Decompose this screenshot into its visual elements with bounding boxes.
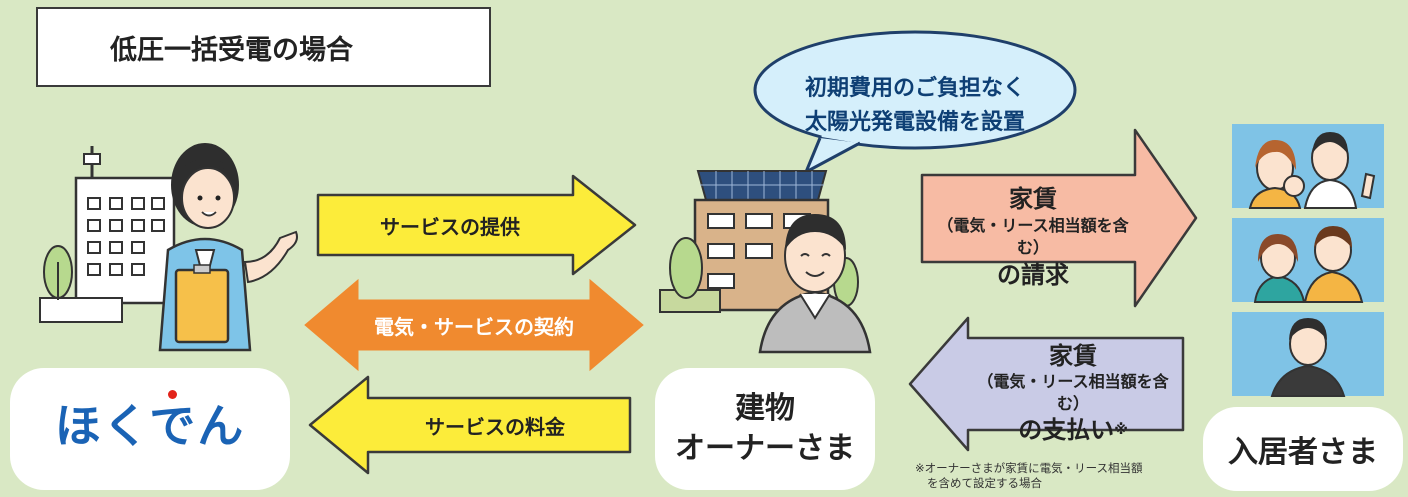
company-logo-box: ほくでん — [10, 368, 290, 490]
resident-single-panel — [1232, 312, 1384, 397]
speech-bubble — [753, 30, 1077, 174]
rent-payment-line2: （電気・リース相当額を含む） — [977, 372, 1169, 413]
arrow-service-fee — [308, 375, 632, 475]
rent-billing-label: 家賃 （電気・リース相当額を含む） の請求 — [928, 183, 1138, 291]
arrow-service-provision — [316, 174, 637, 276]
office-building-illustration — [39, 146, 176, 323]
residents-label-box: 入居者さま — [1203, 407, 1403, 491]
footnote: ※オーナーさまが家賃に電気・リース相当額 を含めて設定する場合 — [915, 461, 1143, 491]
contract-label: 電気・サービスの契約 — [374, 315, 574, 339]
resident-couple-panel — [1232, 218, 1384, 303]
resident-family-panel — [1232, 124, 1384, 209]
rent-billing-line2: （電気・リース相当額を含む） — [937, 216, 1129, 257]
speech-bubble-line2: 太陽光発電設備を設置 — [804, 110, 1025, 135]
owner-label-line2: オーナーさま — [675, 431, 855, 466]
rent-payment-mark: ※ — [1114, 422, 1128, 438]
rent-payment-line3: の支払い — [1018, 416, 1115, 444]
owner-illustration — [758, 214, 872, 354]
rent-billing-line3: の請求 — [997, 261, 1069, 289]
service-provision-label: サービスの提供 — [380, 215, 520, 239]
rent-payment-label: 家賃 （電気・リース相当額を含む） の支払い※ — [968, 341, 1178, 445]
company-logo-text: ほくでん — [54, 399, 246, 453]
arrow-contract — [304, 278, 644, 372]
owner-label-box: 建物 オーナーさま — [655, 368, 875, 490]
arrow-rent-payment — [908, 316, 1185, 452]
service-fee-label: サービスの料金 — [425, 415, 565, 439]
owner-label-line1: 建物 — [735, 391, 795, 426]
staff-illustration — [158, 143, 298, 352]
rent-payment-line1: 家賃 — [1049, 342, 1097, 370]
footnote-line2: を含めて設定する場合 — [927, 476, 1042, 490]
footnote-line1: ※オーナーさまが家賃に電気・リース相当額 — [915, 461, 1143, 475]
speech-bubble-line1: 初期費用のご負担なく — [804, 76, 1025, 101]
page-title: 低圧一括受電の場合 — [36, 7, 491, 87]
speech-bubble-text: 初期費用のご負担なく 太陽光発電設備を設置 — [780, 72, 1050, 140]
logo-red-dot — [168, 390, 177, 399]
arrow-rent-billing — [920, 128, 1198, 308]
rent-billing-line1: 家賃 — [1009, 185, 1057, 213]
